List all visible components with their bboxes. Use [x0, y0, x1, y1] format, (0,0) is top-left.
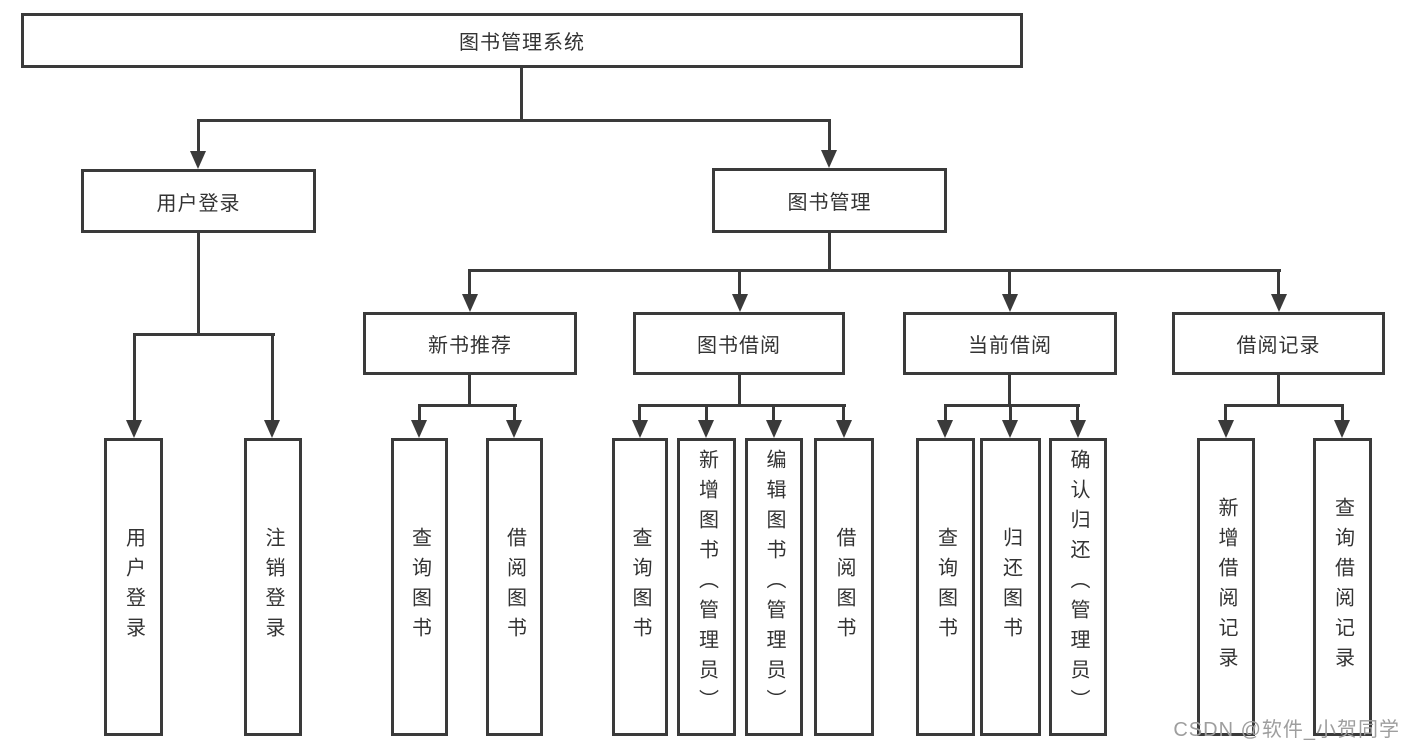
arrowhead-records-add — [1218, 420, 1234, 438]
node-logout-leaf: 注销登录 — [244, 438, 302, 736]
connector-user-login-branch — [133, 333, 275, 336]
connector-borrowing-branch — [638, 404, 846, 407]
node-book-borrowing: 图书借阅 — [633, 312, 845, 375]
connector-records-branch — [1224, 404, 1344, 407]
node-system-title: 图书管理系统 — [21, 13, 1023, 68]
connector-recommend-stem — [468, 375, 471, 406]
connector-root-stem — [520, 68, 523, 122]
connector-borrowing-stem — [738, 375, 741, 406]
node-book-management: 图书管理 — [712, 168, 947, 233]
connector-to-borrowing-edit — [772, 404, 775, 422]
node-new-book-recommend: 新书推荐 — [363, 312, 577, 375]
connector-book-management-stem — [828, 233, 831, 271]
connector-to-current-return — [1009, 404, 1012, 422]
node-current-confirm-return-admin: 确认归还（管理员） — [1049, 438, 1107, 736]
arrowhead-logout-leaf — [264, 420, 280, 438]
connector-to-book-borrowing — [738, 269, 741, 296]
connector-to-records-query — [1341, 404, 1344, 422]
arrowhead-book-management — [821, 150, 837, 168]
connector-records-stem — [1277, 375, 1280, 406]
arrowhead-borrowing-edit — [766, 420, 782, 438]
node-user-login-leaf: 用户登录 — [104, 438, 163, 736]
arrowhead-borrowing-query — [632, 420, 648, 438]
node-current-borrowing: 当前借阅 — [903, 312, 1117, 375]
arrowhead-recommend-borrow — [506, 420, 522, 438]
node-borrowing-borrow-books: 借阅图书 — [814, 438, 874, 736]
connector-level3-branch — [468, 269, 1281, 272]
node-recommend-query-books: 查询图书 — [391, 438, 448, 736]
node-recommend-borrow-books: 借阅图书 — [486, 438, 543, 736]
arrowhead-current-return — [1002, 420, 1018, 438]
connector-user-login-stem — [197, 233, 200, 334]
node-records-add-record: 新增借阅记录 — [1197, 438, 1255, 736]
arrowhead-new-book-recommend — [462, 294, 478, 312]
node-records-query-record: 查询借阅记录 — [1313, 438, 1372, 736]
connector-to-current-borrowing — [1008, 269, 1011, 296]
connector-to-recommend-query — [418, 404, 421, 422]
node-borrowing-edit-books-admin: 编辑图书（管理员） — [745, 438, 803, 736]
arrowhead-current-confirm — [1070, 420, 1086, 438]
connector-to-book-management — [828, 119, 831, 152]
arrowhead-current-query — [937, 420, 953, 438]
node-current-query-books: 查询图书 — [916, 438, 975, 736]
connector-recommend-branch — [418, 404, 517, 407]
connector-to-borrowing-query — [638, 404, 641, 422]
connector-to-recommend-borrow — [513, 404, 516, 422]
arrowhead-user-login — [190, 151, 206, 169]
connector-to-borrowing-records — [1277, 269, 1280, 296]
connector-to-records-add — [1224, 404, 1227, 422]
arrowhead-recommend-query — [411, 420, 427, 438]
connector-to-current-query — [944, 404, 947, 422]
node-borrowing-records: 借阅记录 — [1172, 312, 1385, 375]
connector-to-user-login — [197, 119, 200, 153]
connector-to-borrowing-borrow — [842, 404, 845, 422]
connector-to-current-confirm — [1076, 404, 1079, 422]
arrowhead-borrowing-add — [698, 420, 714, 438]
connector-current-branch — [944, 404, 1080, 407]
connector-current-stem — [1008, 375, 1011, 406]
connector-to-borrowing-add — [705, 404, 708, 422]
connector-to-login-leaf — [133, 333, 136, 422]
connector-level2-branch — [197, 119, 831, 122]
arrowhead-borrowing-records — [1271, 294, 1287, 312]
arrowhead-book-borrowing — [732, 294, 748, 312]
node-borrowing-add-books-admin: 新增图书（管理员） — [677, 438, 736, 736]
arrowhead-records-query — [1334, 420, 1350, 438]
csdn-watermark: CSDN @软件_小贺同学 — [1173, 719, 1400, 741]
arrowhead-login-leaf — [126, 420, 142, 438]
arrowhead-current-borrowing — [1002, 294, 1018, 312]
node-current-return-books: 归还图书 — [980, 438, 1041, 736]
arrowhead-borrowing-borrow — [836, 420, 852, 438]
connector-to-logout-leaf — [271, 333, 274, 422]
node-borrowing-query-books: 查询图书 — [612, 438, 668, 736]
node-user-login: 用户登录 — [81, 169, 316, 233]
connector-to-new-book-recommend — [468, 269, 471, 296]
